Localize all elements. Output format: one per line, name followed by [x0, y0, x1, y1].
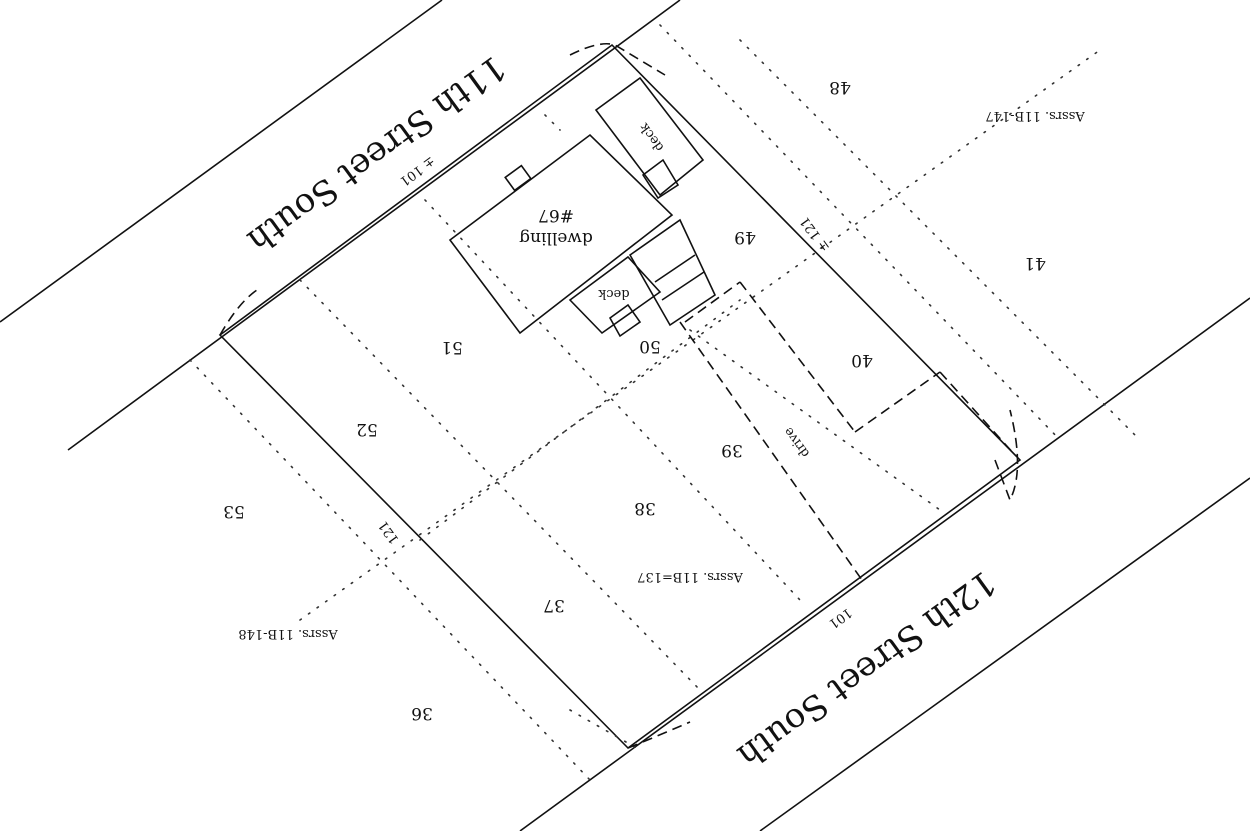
street-line-12th-south	[759, 477, 1250, 831]
lot-number: 49	[734, 227, 756, 247]
dwelling-outline	[448, 133, 674, 335]
deck-label: deck	[598, 286, 629, 301]
deck-label: deck	[637, 120, 668, 154]
lot-number: 41	[1024, 253, 1046, 273]
lot-number: 52	[356, 419, 378, 439]
dwelling-bay	[504, 164, 532, 192]
steps	[608, 158, 717, 338]
lot-number: 53	[223, 501, 245, 521]
street-name-north: 11th Street South	[240, 47, 513, 261]
lot-number: 36	[411, 703, 433, 723]
dwelling-label: dwelling	[519, 228, 593, 248]
street-line-11th-north	[0, 0, 443, 323]
corner-arcs	[219, 42, 1019, 749]
dimension-east-side: ± 121	[797, 214, 833, 255]
drive-label: drive	[781, 424, 813, 460]
street-line-12th-north	[519, 297, 1250, 831]
lot-number: 50	[639, 336, 661, 356]
lot-number: 37	[543, 595, 565, 615]
dimension-south-frontage: 101	[826, 604, 855, 631]
dimension-west-side: 121	[376, 518, 403, 547]
lot-lines	[189, 24, 1141, 781]
lot-boundary	[218, 43, 1022, 750]
deck-outline	[568, 255, 662, 335]
drive-outline	[679, 281, 1016, 581]
street-name-south: 12th Street South	[730, 562, 1003, 776]
dwelling-number: #67	[538, 205, 574, 225]
assessor-ref: Assrs. 11B-148	[238, 626, 338, 641]
assessor-ref: Assrs. 11B=137	[637, 569, 744, 584]
lot-number: 48	[829, 77, 851, 97]
lot-number: 38	[634, 498, 656, 518]
deck-outline	[594, 76, 705, 197]
assessor-ref: Assrs. 11B-147	[985, 108, 1085, 123]
lot-number: 39	[721, 440, 743, 460]
lot-number: 51	[441, 337, 463, 357]
lot-number: 40	[851, 350, 873, 370]
street-line-11th-south	[67, 0, 681, 451]
